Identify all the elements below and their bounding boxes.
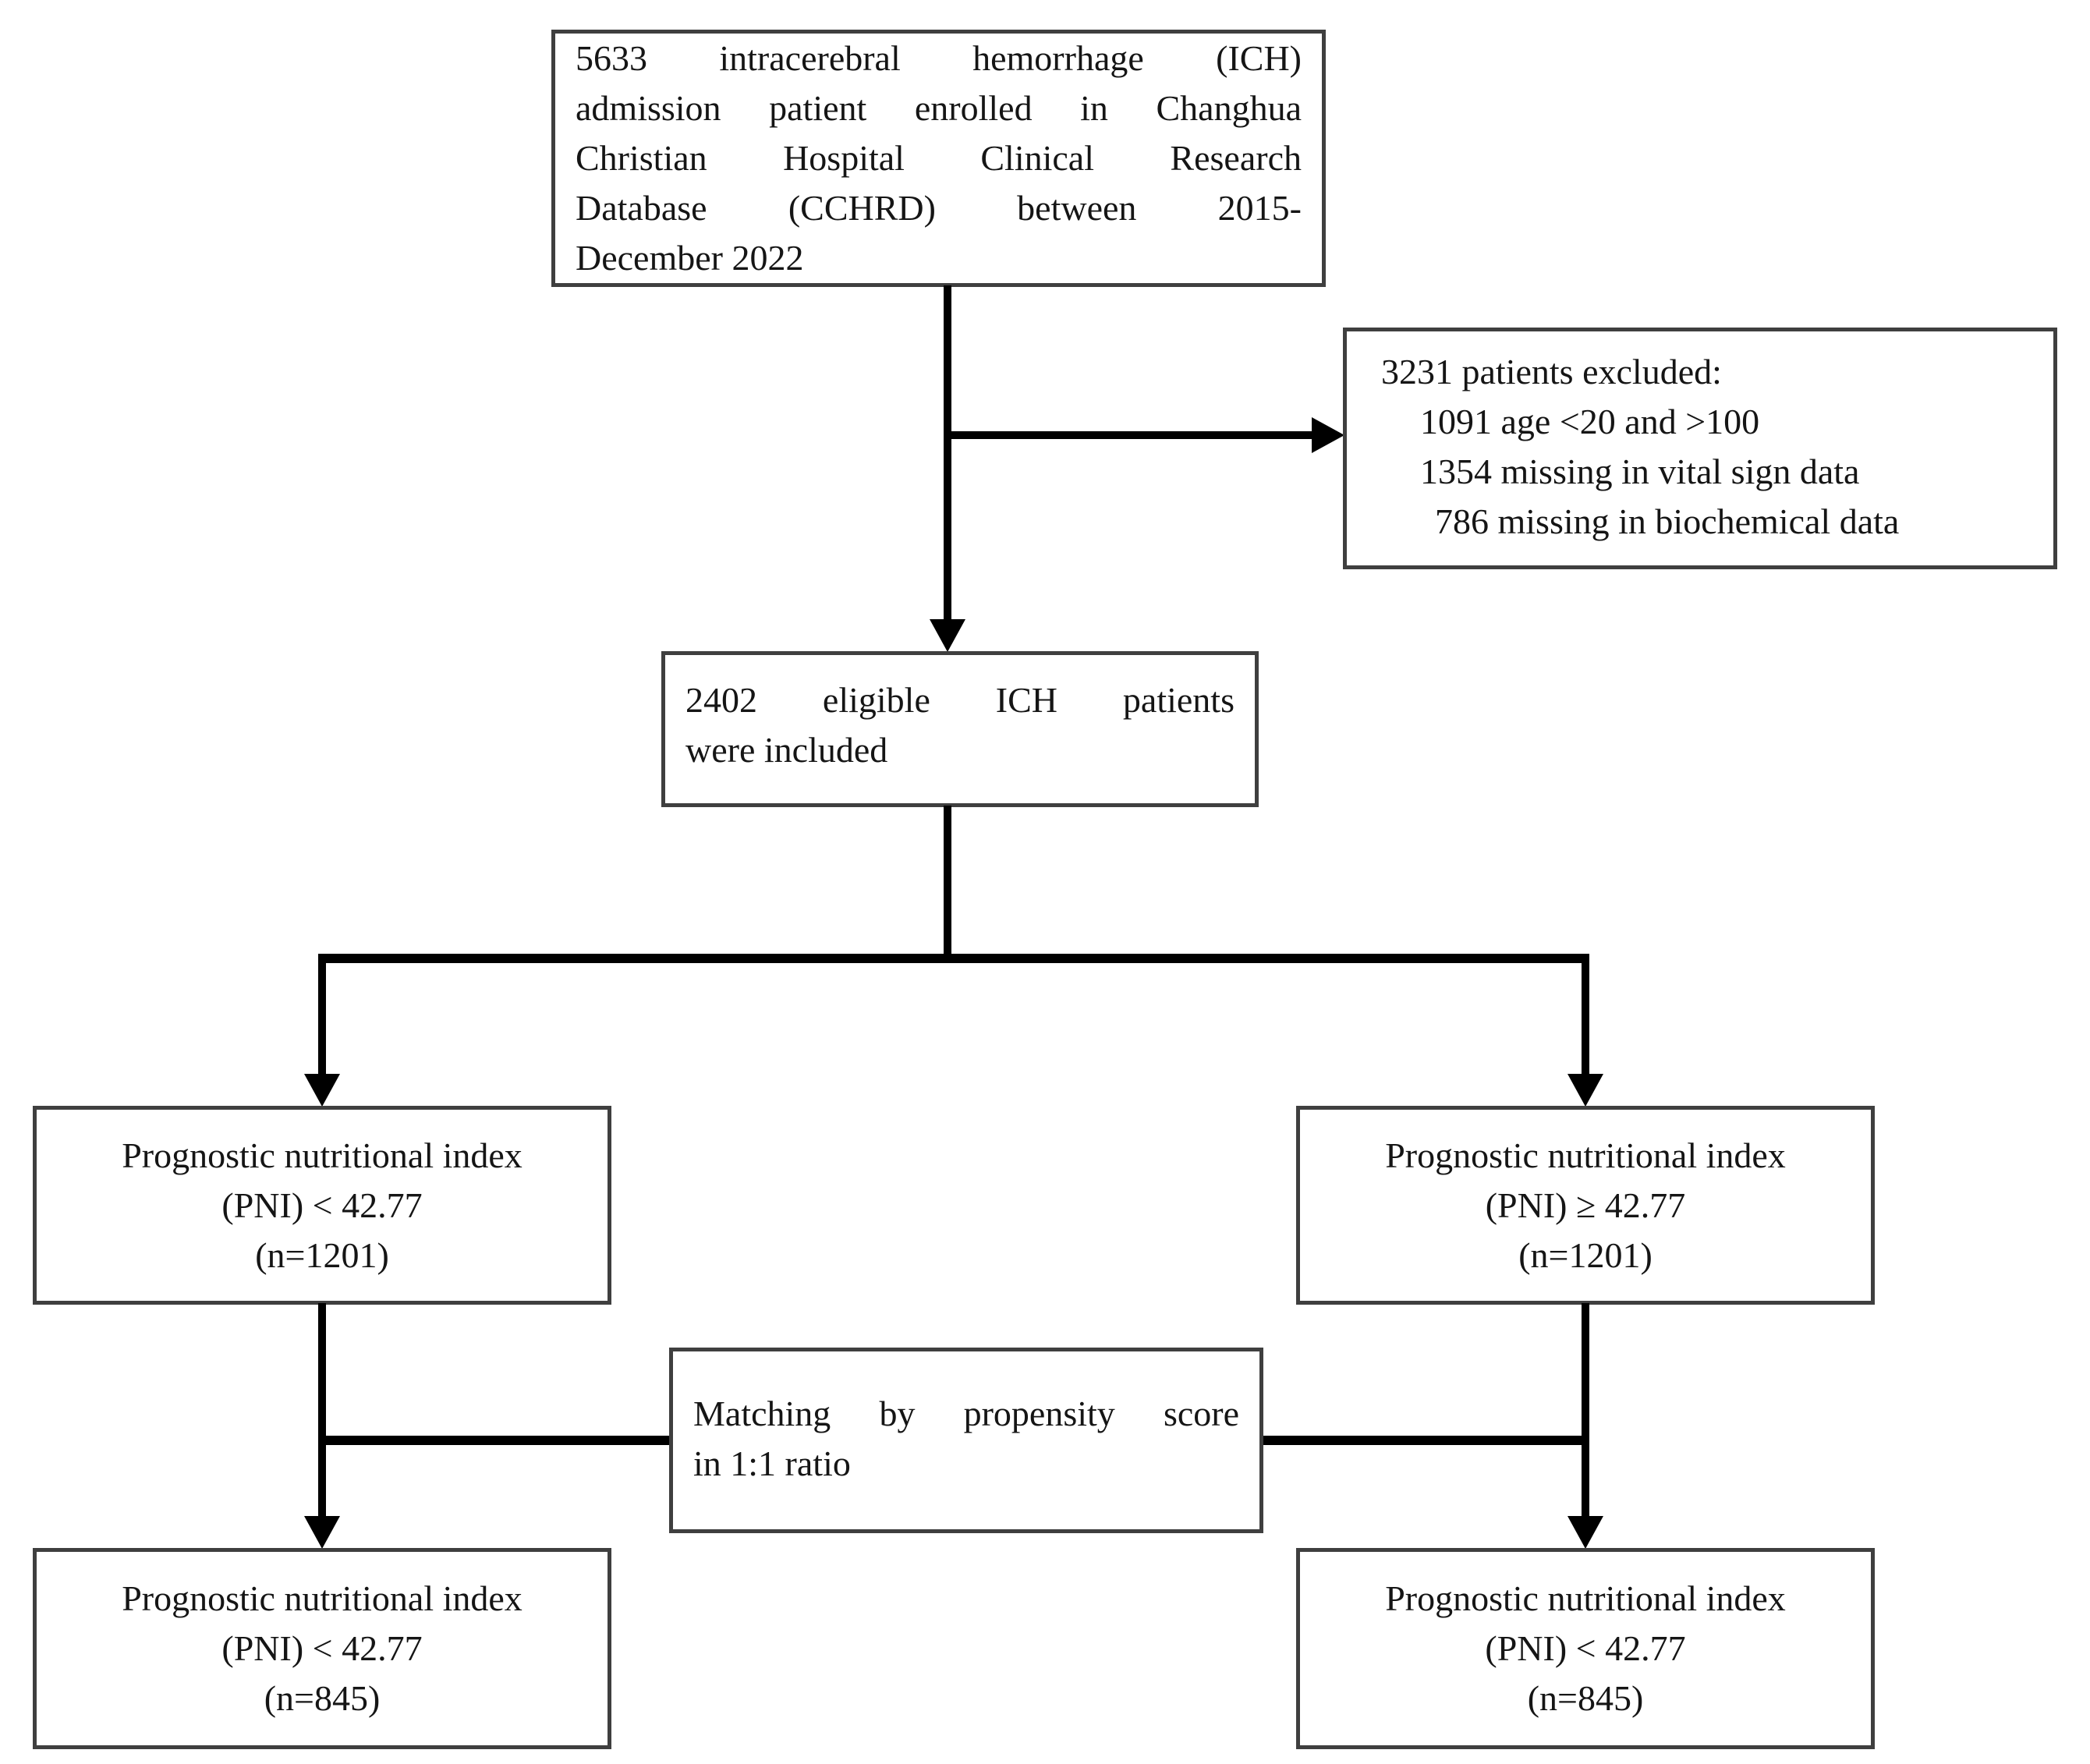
right-arrowhead-icon [1312,417,1344,453]
excluded-line: 1354 missing in vital sign data [1420,452,1860,491]
eligible-line: 2402 eligible ICH patients [685,680,1235,720]
eligible-line: were included [685,730,888,770]
down-arrowhead-icon [930,619,965,652]
excluded-line: 3231 patients excluded: [1381,352,1722,391]
pni-high-matched-line: (n=845) [1527,1678,1644,1718]
pni-high-line: (PNI) ≥ 42.77 [1485,1185,1686,1225]
pni-low-line: Prognostic nutritional index [122,1135,522,1175]
enrollment-line: December 2022 [576,238,804,278]
pni-high-matched-line: Prognostic nutritional index [1385,1578,1786,1618]
connector-split-bar [318,954,1589,963]
pni-high-line: (n=1201) [1518,1234,1653,1275]
connector-split-to-pni-low [318,954,326,1075]
pni-low-matched-line: (PNI) < 42.77 [221,1628,423,1668]
connector-eligible-to-split [944,806,951,958]
pni-low-line: (PNI) < 42.77 [221,1185,423,1225]
connector-matching-to-right [1260,1436,1589,1445]
pni-high-matched-line: (PNI) < 42.77 [1485,1628,1686,1668]
connector-pni-high-to-matched [1582,1303,1589,1518]
pni-low-matched-line: (n=845) [264,1678,381,1718]
down-arrowhead-icon [1568,1516,1603,1549]
excluded-line: 786 missing in biochemical data [1435,501,1900,541]
enrollment-line: admission patient enrolled in Changhua [576,88,1302,128]
eligible-box: 2402 eligible ICH patients were included [661,651,1259,807]
excluded-box: 3231 patients excluded: 1091 age <20 and… [1343,328,2057,569]
enrollment-line: 5633 intracerebral hemorrhage (ICH) [576,38,1302,78]
enrollment-box: 5633 intracerebral hemorrhage (ICH) admi… [551,30,1326,287]
matching-line: Matching by propensity score [693,1394,1239,1433]
down-arrowhead-icon [304,1516,340,1549]
pni-low-matched-box: Prognostic nutritional index (PNI) < 42.… [33,1548,611,1749]
matching-line: in 1:1 ratio [693,1443,851,1483]
pni-low-line: (n=1201) [255,1234,389,1275]
enrollment-line: Christian Hospital Clinical Research [576,138,1302,178]
connector-enrollment-to-eligible [944,285,951,621]
enrollment-line: Database (CCHRD) between 2015- [576,188,1302,228]
excluded-line: 1091 age <20 and >100 [1420,402,1760,441]
connector-to-excluded [944,431,1313,439]
matching-box: Matching by propensity score in 1:1 rati… [669,1348,1263,1533]
pni-low-matched-line: Prognostic nutritional index [122,1578,522,1618]
down-arrowhead-icon [304,1074,340,1107]
pni-low-box: Prognostic nutritional index (PNI) < 42.… [33,1106,611,1305]
pni-high-box: Prognostic nutritional index (PNI) ≥ 42.… [1296,1106,1875,1305]
pni-high-line: Prognostic nutritional index [1385,1135,1786,1175]
connector-split-to-pni-high [1582,954,1589,1075]
connector-left-to-matching [318,1436,671,1445]
down-arrowhead-icon [1568,1074,1603,1107]
connector-pni-low-to-matched [318,1303,326,1518]
pni-high-matched-box: Prognostic nutritional index (PNI) < 42.… [1296,1548,1875,1749]
